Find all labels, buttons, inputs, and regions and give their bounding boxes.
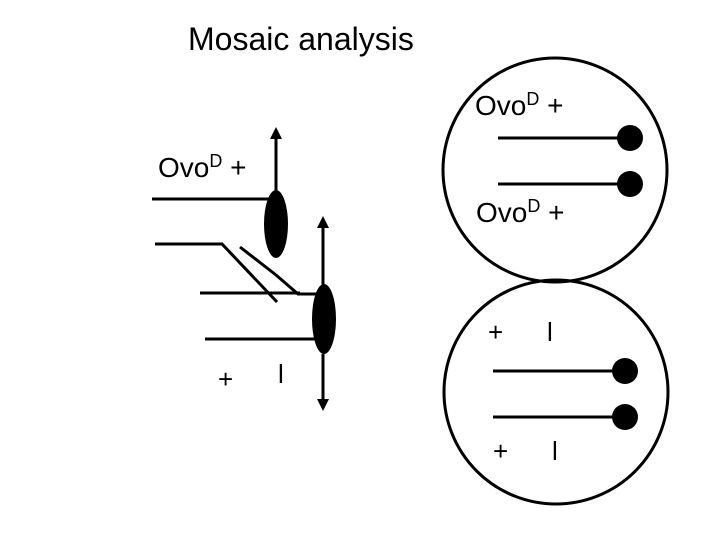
top-cell: OvoD + OvoD + [441,56,669,284]
bottom-cell-centromere-1 [612,358,638,384]
centromere-upper [264,190,288,258]
bottom-cell-upper-plus: + [488,317,503,347]
left-genotype-label: OvoD + [158,151,247,183]
bottom-cell: + l + l [442,278,670,506]
bottom-cell-lower-minus: l [552,436,558,466]
top-cell-outline [441,56,669,284]
top-cell-centromere-2 [617,171,643,197]
left-plus-label: + [218,364,233,394]
top-cell-label-upper: OvoD + [475,89,564,121]
bottom-cell-lower-plus: + [493,436,508,466]
bottom-cell-centromere-2 [612,404,638,430]
recombinant-chromatid [239,245,325,296]
top-cell-centromere-1 [617,125,643,151]
left-recombination-panel: OvoD + + l [152,127,336,411]
chromatid-line-2 [155,242,279,304]
top-cell-label-lower: OvoD + [476,196,565,228]
slide-title: Mosaic analysis [188,21,414,57]
centromere-lower [312,284,336,354]
bottom-cell-outline [442,278,670,506]
bottom-cell-upper-minus: l [547,317,553,347]
left-minus-label: l [278,359,284,389]
